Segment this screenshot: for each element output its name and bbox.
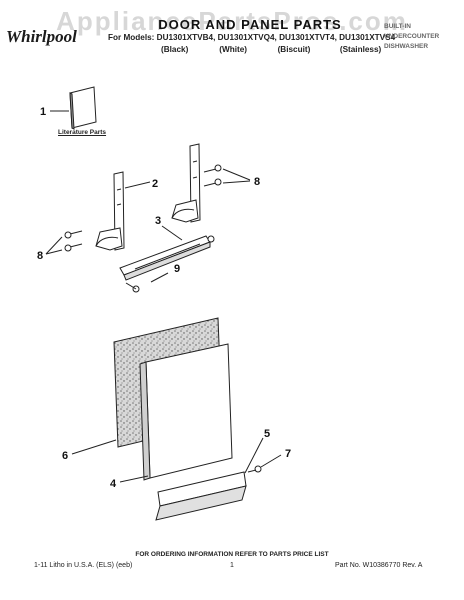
lower-door-rail [119, 225, 215, 293]
variant-biscuit: (Biscuit) [277, 45, 311, 54]
category-label: BUILT-IN UNDERCOUNTER DISHWASHER [384, 22, 464, 52]
page-title: DOOR AND PANEL PARTS [158, 17, 342, 32]
part-number: Part No. W10386770 Rev. A [335, 562, 423, 569]
right-hinge-bracket [171, 143, 201, 223]
watermark: AppliancePartsPros.com [56, 6, 408, 36]
whirlpool-logo: Whirlpool [6, 27, 77, 46]
callout-2: 2 [152, 178, 158, 190]
model-variants: (Black) (White) (Biscuit) (Stainless) [161, 45, 381, 54]
callout-4: 4 [110, 478, 117, 490]
variant-white: (White) [219, 45, 248, 54]
ordering-note: FOR ORDERING INFORMATION REFER TO PARTS … [135, 551, 329, 558]
models-line: For Models: DU1301XTVB4, DU1301XTVQ4, DU… [108, 33, 396, 42]
callout-1: 1 [40, 106, 46, 118]
page-number: 1 [230, 562, 234, 569]
left-screws [45, 230, 83, 255]
callout-8-right: 8 [254, 176, 260, 188]
toe-kick-panel [155, 437, 264, 521]
toe-kick-screw [247, 454, 282, 473]
literature-parts-label: Literature Parts [58, 129, 107, 136]
literature-booklet [50, 86, 97, 130]
callout-5: 5 [264, 428, 270, 440]
callout-7: 7 [285, 448, 291, 460]
variant-stainless: (Stainless) [339, 45, 382, 54]
callout-8-left: 8 [37, 250, 43, 262]
callout-6: 6 [62, 450, 68, 462]
variant-black: (Black) [161, 45, 189, 54]
callout-9: 9 [174, 263, 180, 275]
category-line-2: DISHWASHER [384, 43, 429, 50]
category-line-1: BUILT-IN UNDERCOUNTER [384, 23, 440, 40]
outer-door-panel [119, 343, 233, 483]
left-hinge-bracket [95, 171, 151, 251]
right-screws [203, 164, 251, 187]
litho-info: 1-11 Litho in U.S.A. (ELS) (eeb) [34, 562, 133, 569]
callout-3: 3 [155, 215, 161, 227]
